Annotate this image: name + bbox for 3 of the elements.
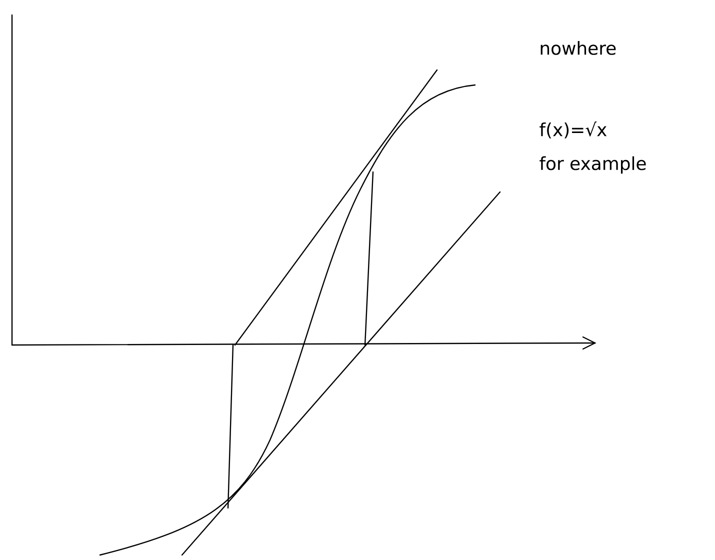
handwritten-note: nowhere <box>540 41 616 55</box>
handwritten-note: for example <box>540 156 646 174</box>
handwritten-note: f(x)=√x <box>540 122 607 138</box>
